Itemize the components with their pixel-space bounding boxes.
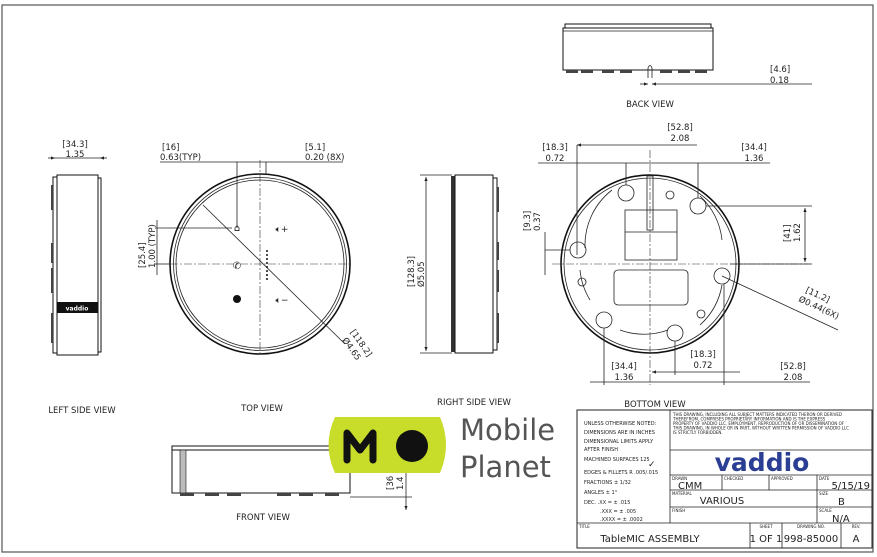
drawing-title: TableMIC ASSEMBLY (599, 534, 700, 545)
approved-label: APPROVED (771, 476, 793, 481)
legal-line: THIS DRAWING, IN WHOLE OR IN PART, WITHO… (672, 426, 849, 431)
left-width-dim-in: 1.35 (66, 150, 85, 160)
checked-label: CHECKED (724, 476, 743, 481)
note: AFTER FINISH (584, 447, 618, 453)
top-spacing-dim-in: 0.63(TYP) (160, 153, 201, 163)
bottom-right-vert-dim-in: 1.62 (793, 223, 803, 242)
volume-down-icon: 🔈︎− (276, 296, 289, 306)
bottom-lower-center-dim-in: 0.72 (694, 361, 713, 371)
bottom-top-right-dim-in: 1.36 (745, 154, 764, 164)
left-side-view: vaddio [34.3] 1.35 LEFT SIDE VIEW (48, 140, 116, 416)
left-side-view-label: LEFT SIDE VIEW (48, 406, 116, 416)
note: .XXX = ± .005 (600, 509, 636, 515)
home-icon: ⌂ (234, 223, 240, 234)
sheet-value: 1 OF 1 (750, 534, 783, 545)
right-diameter-dim-mm: [128.3] (407, 256, 417, 287)
check-mark-icon: ✓ (648, 460, 656, 470)
sheet-label: SHEET (759, 524, 773, 529)
left-vaddio-mark: vaddio (66, 306, 89, 313)
left-width-dim-mm: [34.3] (62, 140, 88, 150)
bottom-lower-right-dim-mm: [52.8] (780, 362, 806, 372)
title-label: TITLE (578, 524, 590, 529)
logo-text-line1: Mobile (460, 413, 555, 447)
note: UNLESS OTHERWISE NOTED: (584, 421, 657, 427)
bottom-lower-right-dim-in: 2.08 (784, 373, 803, 383)
size-value: B (838, 497, 845, 508)
drawing-frame (1, 4, 874, 553)
top-spacing-dim-mm: [16] (162, 143, 179, 153)
legal-line: THIS DRAWING, INCLUDING ALL SUBJECT MATT… (672, 412, 842, 417)
top-led-dim-in: 0.20 (8X) (305, 153, 345, 163)
drawn-value: CMM (678, 481, 702, 492)
bottom-top-center-dim-in: 2.08 (671, 134, 690, 144)
bottom-left-vert-dim-mm: [9.3] (523, 211, 533, 231)
top-view-label: TOP VIEW (240, 404, 283, 414)
note: ANGLES ± 1° (584, 490, 618, 496)
drawing-no-value: 998-85000 (784, 534, 839, 545)
top-view: ⌂ 🔈︎+ ✆ 🔈︎− [16] 0.63(TYP) [5.1] 0.20 (8… (138, 143, 373, 414)
top-vertical-dim-in: 1.00 (TYP) (148, 224, 158, 268)
note: FRACTIONS ± 1/32 (584, 480, 631, 486)
front-view: [36 1.4 FRONT VIEW (171, 445, 412, 523)
drawn-label: DRAWN (672, 476, 687, 481)
phone-icon: ✆ (233, 261, 241, 272)
note: .XXXX = ± .0002 (600, 517, 643, 523)
front-height-dim-mm: [36 (386, 476, 396, 490)
bottom-top-left-dim-mm: [18.3] (542, 143, 568, 153)
mobile-planet-logo: Mobile Planet (328, 413, 555, 484)
bottom-top-right-dim-mm: [34.4] (741, 143, 767, 153)
legal-line: PROPERTY OF VADDIO LLC. EMPLOYMENT, REPR… (673, 421, 845, 426)
back-pin-dim-in: 0.18 (770, 76, 789, 86)
top-vertical-dim-mm: [25.4] (138, 242, 148, 268)
top-led-dim-mm: [5.1] (305, 143, 325, 153)
note: EDGES & FILLETS R .005/.015 (584, 470, 658, 476)
bottom-top-center-dim-mm: [52.8] (667, 123, 693, 133)
note: MACHINED SURFACES 125 (584, 457, 650, 463)
note: DIMENSIONAL LIMITS APPLY (584, 439, 654, 445)
back-view: [4.6] 0.18 BACK VIEW (562, 23, 812, 110)
bottom-view: [52.8] 2.08 [18.3] 0.72 [34.4] 1.36 [9.3… (523, 123, 841, 410)
tolerance-notes: UNLESS OTHERWISE NOTED: DIMENSIONS ARE I… (584, 421, 658, 523)
back-pin-dim-mm: [4.6] (770, 65, 790, 75)
finish-label: FINISH (672, 508, 685, 513)
front-view-label: FRONT VIEW (236, 513, 290, 523)
scale-label: SCALE (819, 508, 832, 513)
bottom-top-left-dim-in: 0.72 (546, 154, 565, 164)
material-label: MATERIAL (672, 491, 693, 496)
right-diameter-dim-in: Ø5.05 (416, 261, 427, 287)
bottom-view-label: BOTTOM VIEW (624, 400, 686, 410)
rev-label: REV. (852, 524, 861, 529)
title-block: UNLESS OTHERWISE NOTED: DIMENSIONS ARE I… (576, 409, 873, 549)
note: DIMENSIONS ARE IN INCHES (584, 430, 655, 436)
bottom-lower-left-dim-in: 1.36 (615, 373, 634, 383)
back-view-label: BACK VIEW (626, 100, 674, 110)
logo-text-line2: Planet (460, 450, 551, 484)
bottom-right-vert-dim-mm: [41] (783, 225, 793, 242)
date-label: DATE (819, 476, 830, 481)
bottom-lower-left-dim-mm: [34.4] (611, 362, 637, 372)
legal-line: THEREFROM, COMPRISES PROPRIETARY INFORMA… (672, 417, 826, 422)
scale-value: N/A (832, 514, 850, 525)
rev-value: A (853, 534, 860, 545)
note: DEC. .XX = ± .015 (584, 500, 630, 506)
material-value: VARIOUS (700, 496, 744, 507)
bottom-left-vert-dim-in: 0.37 (533, 212, 543, 231)
vaddio-logo: vaddio (715, 448, 810, 477)
legal-notice: THIS DRAWING, INCLUDING ALL SUBJECT MATT… (672, 412, 849, 435)
legal-line: IS STRICTLY FORBIDDEN. (673, 430, 723, 435)
mute-icon (233, 295, 241, 303)
right-side-view-label: RIGHT SIDE VIEW (437, 398, 511, 408)
size-label: SIZE (819, 491, 828, 496)
bottom-lower-center-dim-mm: [18.3] (690, 350, 716, 360)
date-value: 5/15/19 (831, 481, 870, 492)
front-height-dim-in: 1.4 (396, 476, 406, 490)
drawing-no-label: DRAWING NO. (797, 524, 825, 529)
right-side-view: [128.3] Ø5.05 RIGHT SIDE VIEW (407, 174, 512, 408)
volume-up-icon: 🔈︎+ (276, 225, 289, 235)
